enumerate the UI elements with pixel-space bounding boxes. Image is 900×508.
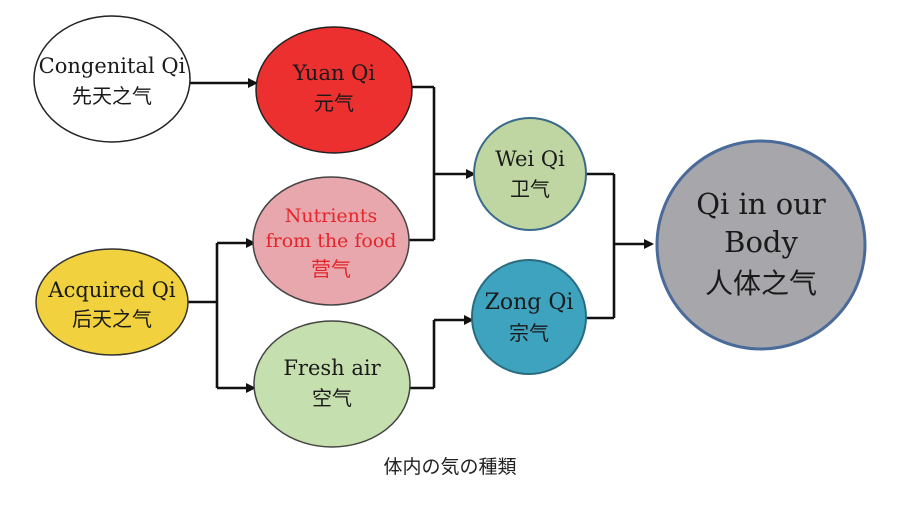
node-zong-qi: Zong Qi 宗气	[471, 259, 587, 375]
node-fresh-air: Fresh air 空气	[253, 320, 411, 448]
qi-in-body-chinese: 人体之气	[705, 267, 817, 300]
node-yuan-qi: Yuan Qi 元气	[255, 26, 413, 154]
nutrients-chinese: 营气	[311, 257, 351, 281]
node-wei-qi: Wei Qi 卫气	[473, 117, 587, 231]
nutrients-label-line1: Nutrients	[285, 205, 378, 227]
connectors	[188, 78, 654, 393]
zong-qi-label: Zong Qi	[485, 290, 574, 315]
congenital-qi-ellipse	[33, 15, 191, 143]
qi-in-body-label-line2: Body	[724, 225, 798, 259]
node-nutrients: Nutrients from the food 营气	[252, 176, 410, 306]
node-qi-in-body: Qi in our Body 人体之气	[655, 139, 867, 351]
qi-in-body-circle	[655, 139, 867, 351]
qi-in-body-label-line1: Qi in our	[696, 187, 826, 221]
fresh-air-chinese: 空气	[312, 386, 352, 410]
acquired-qi-ellipse	[35, 248, 189, 356]
node-congenital-qi: Congenital Qi 先天之气	[33, 15, 191, 143]
yuan-qi-label: Yuan Qi	[292, 61, 375, 85]
node-acquired-qi: Acquired Qi 后天之气	[35, 248, 189, 356]
wei-qi-label: Wei Qi	[495, 147, 565, 171]
wei-qi-circle	[473, 117, 587, 231]
nutrients-ellipse	[252, 176, 410, 306]
yuan-qi-ellipse	[255, 26, 413, 154]
fresh-air-label: Fresh air	[283, 356, 381, 380]
nutrients-label-line2: from the food	[266, 230, 397, 252]
acquired-qi-chinese: 后天之气	[72, 307, 152, 331]
yuan-qi-chinese: 元气	[314, 91, 354, 115]
fresh-air-ellipse	[253, 320, 411, 448]
diagram-caption: 体内の気の種類	[383, 456, 517, 478]
zong-qi-circle	[471, 259, 587, 375]
congenital-qi-label: Congenital Qi	[39, 54, 186, 78]
wei-qi-chinese: 卫气	[510, 177, 550, 201]
zong-qi-chinese: 宗气	[509, 321, 549, 345]
congenital-qi-chinese: 先天之气	[72, 84, 152, 108]
acquired-qi-label: Acquired Qi	[47, 278, 175, 302]
